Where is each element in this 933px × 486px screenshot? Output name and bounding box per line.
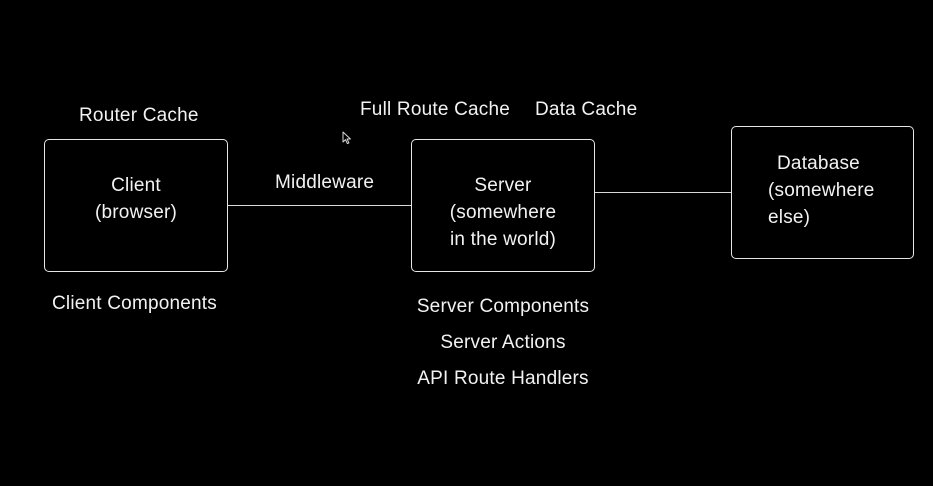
client-node-label: Client (browser) <box>44 172 228 226</box>
server-node-label: Server (somewhere in the world) <box>411 172 595 253</box>
client-node-subtitle: (browser) <box>94 202 178 223</box>
router-cache-label: Router Cache <box>79 105 199 126</box>
mouse-pointer-icon <box>342 131 351 145</box>
server-node <box>411 139 595 272</box>
database-node-label: Database (somewhere else) <box>768 150 908 231</box>
server-database-connector <box>594 192 732 193</box>
server-node-subtitle-line2: in the world) <box>449 229 557 250</box>
database-node-subtitle-line1: (somewhere <box>768 180 875 201</box>
database-node-title: Database <box>777 153 860 174</box>
middleware-label: Middleware <box>275 172 375 193</box>
client-server-connector <box>227 205 412 206</box>
database-node-subtitle-line2: else) <box>768 207 811 228</box>
database-node <box>731 126 914 259</box>
client-node-title: Client <box>111 175 161 196</box>
client-node <box>44 139 228 272</box>
server-actions-label: Server Actions <box>440 332 566 353</box>
server-node-subtitle-line1: (somewhere <box>449 202 557 223</box>
api-route-handlers-label: API Route Handlers <box>417 368 589 389</box>
server-components-label: Server Components <box>416 296 590 317</box>
server-node-title: Server <box>474 175 532 196</box>
client-components-label: Client Components <box>52 293 217 314</box>
full-route-cache-label: Full Route Cache <box>360 99 510 120</box>
data-cache-label: Data Cache <box>535 99 638 120</box>
